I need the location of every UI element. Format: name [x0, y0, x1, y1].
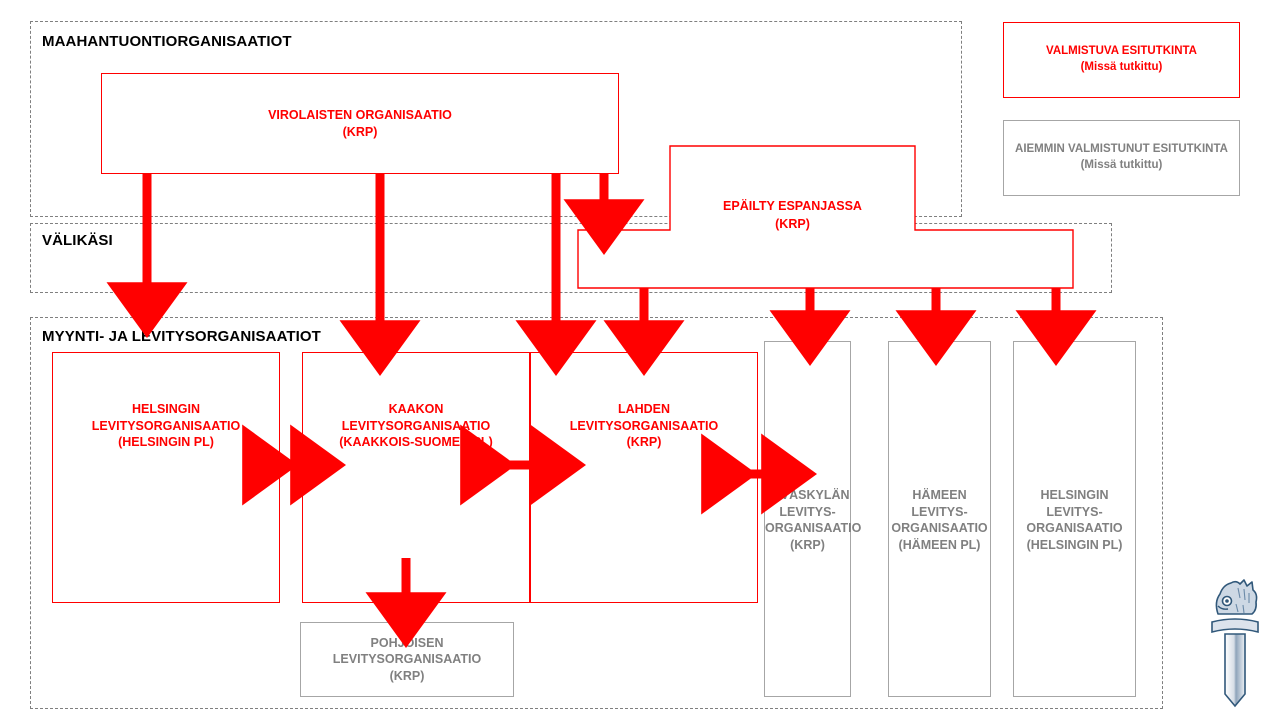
- box-pohjoisen-lev-line2: (KRP): [389, 668, 425, 683]
- box-epailty-line2: (KRP): [775, 217, 810, 232]
- box-hameen-lev-line4: (HÄMEEN PL): [898, 537, 981, 552]
- box-epailty-line1: EPÄILTY ESPANJASSA: [723, 199, 862, 213]
- box-helsingin-lev2-line2: LEVITYS-: [1046, 504, 1103, 519]
- box-hameen-lev-line2: LEVITYS-: [911, 504, 968, 519]
- box-virolaisten-line1: VIROLAISTEN ORGANISAATIO: [268, 108, 452, 122]
- box-helsingin-lev2-line4: (HELSINGIN PL): [1026, 537, 1123, 552]
- section-title-middleman: VÄLIKÄSI: [42, 232, 113, 249]
- box-kaakon-lev-line3: (KAAKKOIS-SUOMEN PL): [339, 435, 493, 449]
- box-helsingin-lev-line2: LEVITYSORGANISAATIO: [91, 418, 241, 433]
- box-jyvaskylan-lev-line4: (KRP): [790, 537, 825, 552]
- legend-previous-line2: (Missä tutkittu): [1080, 159, 1163, 171]
- box-lahden-lev-line1: LAHDEN: [617, 402, 671, 416]
- krp-sword-lion-emblem-icon: [1211, 579, 1259, 708]
- section-import: [30, 21, 962, 217]
- box-virolaisten-organisaatio[interactable]: VIROLAISTEN ORGANISAATIO (KRP): [101, 73, 619, 174]
- box-hameen-lev-line3: ORGANISAATIO: [891, 521, 988, 535]
- box-lahden-lev-line2: LEVITYSORGANISAATIO: [569, 418, 719, 433]
- box-kaakon-lev-line2: LEVITYSORGANISAATIO: [341, 418, 491, 433]
- box-helsingin-lev2-line3: ORGANISAATIO: [1026, 521, 1123, 535]
- legend-current-line2: (Missä tutkittu): [1080, 61, 1163, 73]
- box-kaakon-lev-line1: KAAKON: [388, 402, 444, 416]
- box-epailty-espanjassa[interactable]: EPÄILTY ESPANJASSA (KRP): [670, 197, 915, 233]
- box-helsingin-lev-line1: HELSINGIN: [131, 402, 201, 416]
- box-virolaisten-line2: (KRP): [342, 124, 378, 139]
- section-distribution: [30, 317, 1163, 709]
- box-lahden-lev-line3: (KRP): [626, 435, 662, 449]
- box-helsingin-levitysorganisaatio-2[interactable]: HELSINGIN LEVITYS- ORGANISAATIO (HELSING…: [1013, 341, 1136, 697]
- box-hameen-levitysorganisaatio[interactable]: HÄMEEN LEVITYS- ORGANISAATIO (HÄMEEN PL): [888, 341, 991, 697]
- box-helsingin-lev2-line1: HELSINGIN: [1040, 488, 1109, 502]
- legend-current-line1: VALMISTUVA ESITUTKINTA: [1046, 45, 1197, 58]
- box-helsingin-levitysorganisaatio[interactable]: HELSINGIN LEVITYSORGANISAATIO (HELSINGIN…: [52, 352, 280, 603]
- box-hameen-lev-line1: HÄMEEN: [912, 488, 967, 502]
- legend-current-investigation[interactable]: VALMISTUVA ESITUTKINTA (Missä tutkittu): [1003, 22, 1240, 98]
- box-helsingin-lev-line3: (HELSINGIN PL): [118, 435, 214, 449]
- section-title-import: MAAHANTUONTIORGANISAATIOT: [42, 33, 292, 50]
- box-jyvaskylan-levitysorganisaatio[interactable]: JYVÄSKYLÄN LEVITYS- ORGANISAATIO (KRP): [764, 341, 862, 697]
- box-jyvaskylan-lev-line3: ORGANISAATIO: [765, 521, 862, 535]
